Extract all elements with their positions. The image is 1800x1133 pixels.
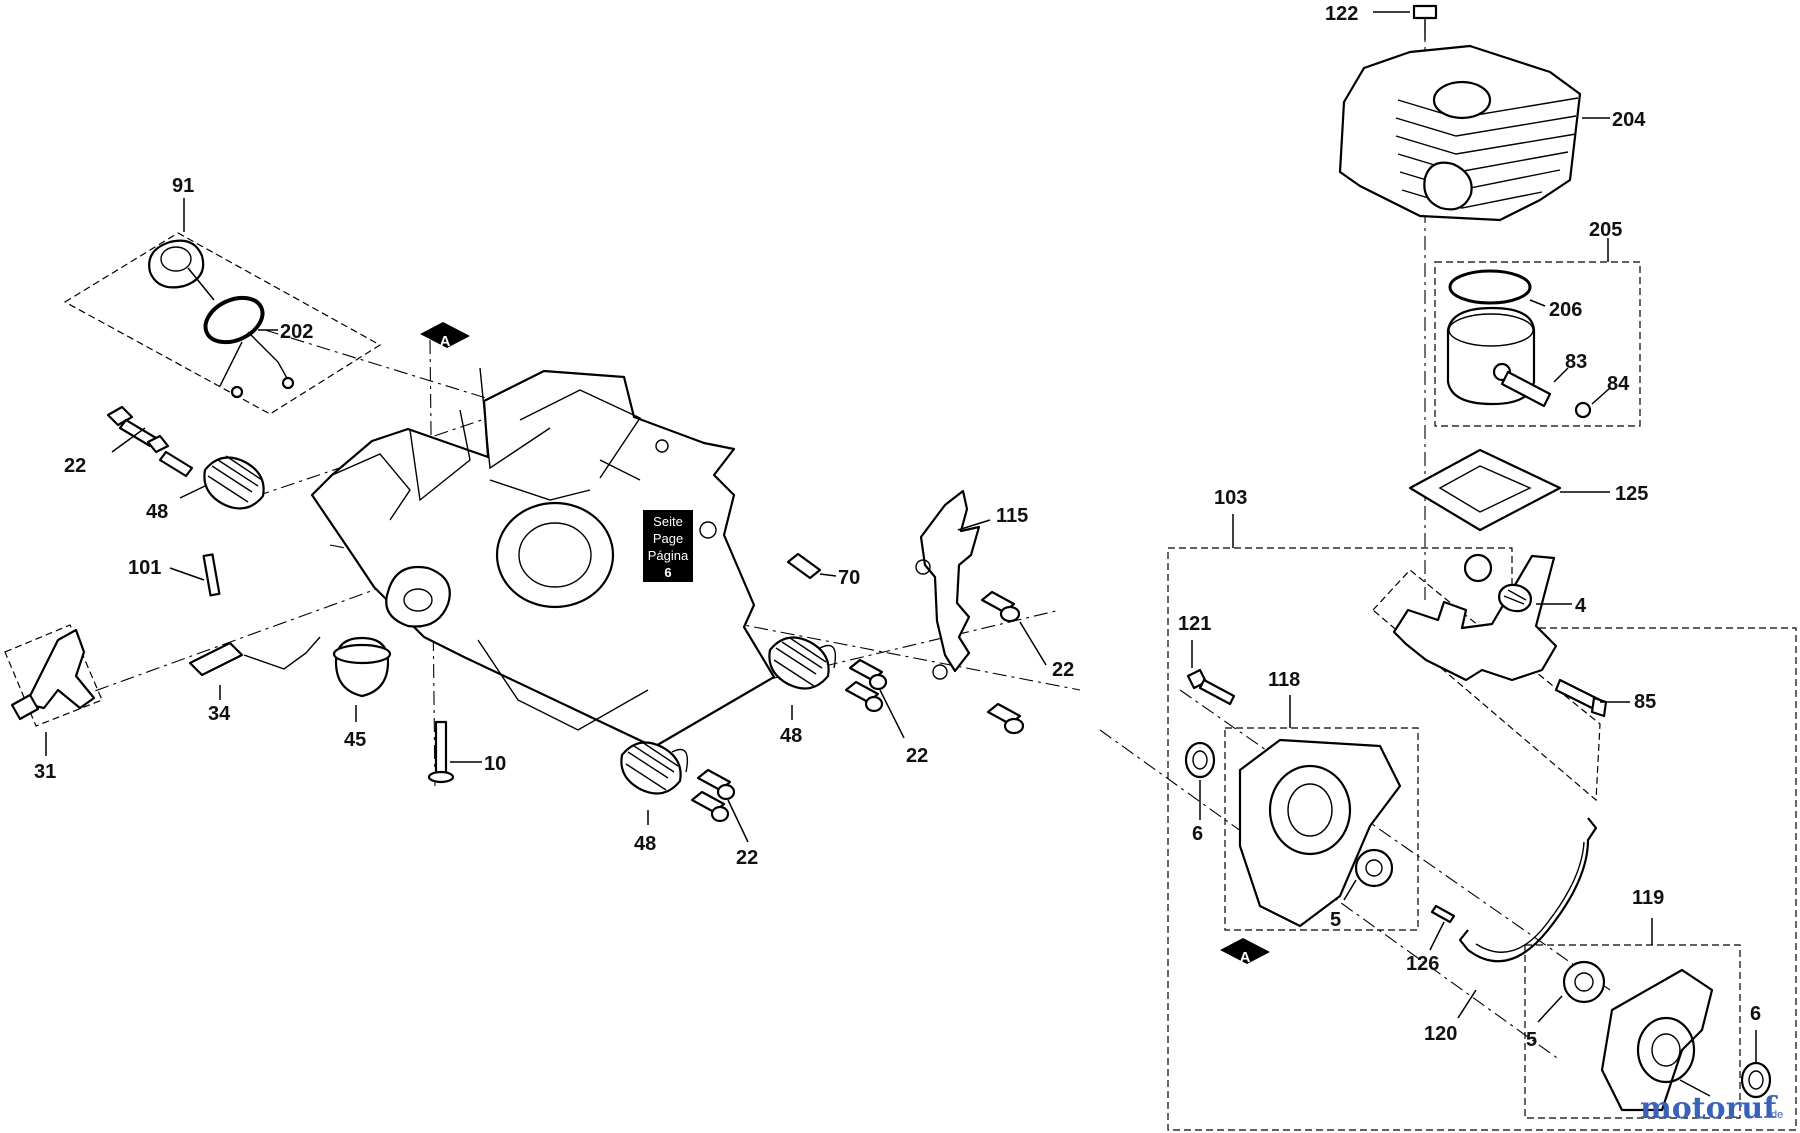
part-118-crankcase-half: [1224, 695, 1419, 931]
reference-mark-a-top: A: [420, 322, 470, 350]
callout-22-lower: 22: [736, 847, 758, 869]
crankcase-housing: [310, 367, 776, 749]
reference-mark-a-bottom-text: A: [1240, 949, 1251, 966]
callout-115: 115: [996, 505, 1028, 527]
reference-mark-a-top-text: A: [440, 333, 451, 350]
page-ref-line1: Seite: [653, 514, 683, 529]
leader-22a: [111, 427, 146, 453]
callout-6-left: 6: [1192, 823, 1203, 845]
part-119-crankcase-half: [1524, 918, 1741, 1119]
page-ref-line3: Página: [648, 548, 689, 563]
callout-103: 103: [1214, 487, 1247, 509]
part-125-gasket: [1408, 448, 1610, 532]
callout-121: 121: [1178, 613, 1211, 635]
callout-5-left: 5: [1330, 909, 1341, 931]
callout-48-middle: 48: [780, 725, 802, 747]
callout-22-upper-left: 22: [64, 455, 86, 477]
part-5-bearing-right: [1537, 960, 1606, 1023]
callout-101: 101: [128, 557, 161, 579]
reference-mark-a-bottom: A: [1220, 938, 1270, 966]
part-45-primer-bulb: [332, 636, 392, 722]
part-22-screws-lower: [690, 768, 749, 843]
callout-120: 120: [1424, 1023, 1457, 1045]
callout-10: 10: [484, 753, 506, 775]
part-34-throttle-lock: [188, 636, 321, 700]
callout-118: 118: [1268, 669, 1300, 691]
callout-125: 125: [1615, 483, 1648, 505]
callout-45: 45: [344, 729, 366, 751]
part-205-piston-kit: [1434, 238, 1641, 427]
part-6-seal-right: [1740, 1030, 1772, 1099]
callout-22-middle: 22: [906, 745, 928, 767]
watermark-suffix: .de: [1768, 1109, 1783, 1121]
callout-91: 91: [172, 175, 194, 197]
callout-48-upper-left: 48: [146, 501, 168, 523]
page-ref-line2: Page: [653, 531, 683, 546]
part-48-spring-lower: [620, 741, 689, 825]
page-ref-line4: 6: [664, 565, 671, 580]
part-70-pin: [786, 552, 837, 580]
callout-205: 205: [1589, 219, 1622, 241]
watermark: motoruf .de: [1640, 1091, 1783, 1126]
callout-4: 4: [1575, 595, 1587, 617]
part-22-screws-middle: [844, 658, 905, 739]
part-5-bearing-left: [1343, 879, 1357, 901]
callout-84: 84: [1607, 373, 1630, 395]
part-122-screw: [1373, 4, 1438, 40]
part-48-spring-upper-left: [179, 455, 265, 510]
part-48-spring-middle: [768, 636, 837, 720]
callout-48-lower: 48: [634, 833, 656, 855]
part-121-screw: [1186, 640, 1236, 706]
part-91-oil-pump-kit: [63, 232, 382, 415]
part-22-screws-right: [980, 590, 1047, 735]
callout-34: 34: [208, 703, 231, 725]
callout-202: 202: [280, 321, 313, 343]
part-103-crankcase-assembly-box: [1167, 514, 1797, 1131]
callout-85: 85: [1634, 691, 1656, 713]
watermark-brand: motoruf: [1640, 1091, 1778, 1126]
callout-119: 119: [1632, 887, 1664, 909]
callout-6-right: 6: [1750, 1003, 1761, 1025]
callout-122: 122: [1325, 3, 1358, 25]
callout-5-right: 5: [1526, 1029, 1537, 1051]
part-22-screws-upper-left: [106, 405, 194, 478]
callout-206: 206: [1549, 299, 1582, 321]
callout-204: 204: [1612, 109, 1646, 131]
part-101-pin: [169, 553, 221, 597]
callout-70: 70: [838, 567, 860, 589]
callout-labels: 122 204 205 206 83 84 125 103 4 121 118 …: [34, 3, 1761, 1051]
callout-31: 31: [34, 761, 56, 783]
part-126-dowel-pin: [1429, 904, 1456, 951]
callout-83: 83: [1565, 351, 1587, 373]
part-4-needle-bearing: [1498, 583, 1572, 613]
callout-126: 126: [1406, 953, 1439, 975]
part-31-trigger: [4, 624, 103, 756]
callout-22-right: 22: [1052, 659, 1074, 681]
part-10-bolt: [427, 720, 482, 784]
part-204-cylinder: [1338, 44, 1610, 222]
part-115-chain-catcher: [915, 489, 991, 680]
page-reference-box: Seite Page Página 6: [643, 510, 693, 582]
part-6-seal-left: [1184, 741, 1216, 820]
part-120-crankcase-gasket: [1457, 817, 1598, 1019]
